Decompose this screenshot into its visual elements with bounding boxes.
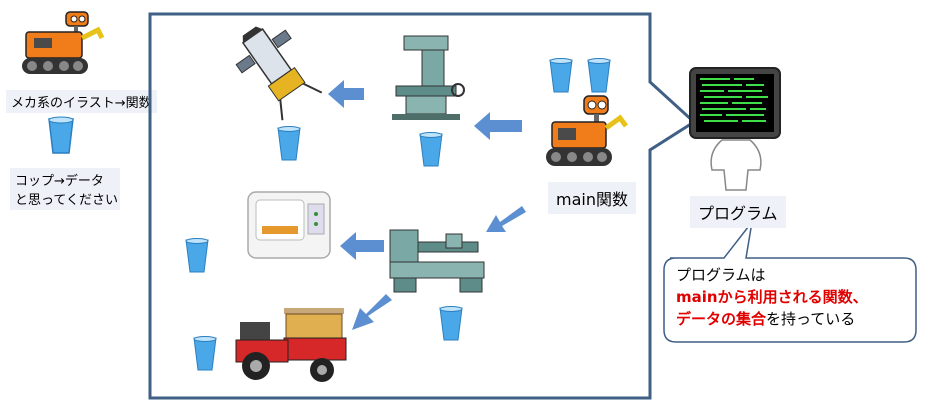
cup-icon: [438, 306, 464, 342]
cup-icon: [184, 238, 210, 274]
main-function-label: main関数: [548, 182, 636, 214]
callout-line2: mainから利用される関数、: [676, 288, 868, 306]
tractor-icon: [226, 300, 352, 384]
arrow-lathe-to-cooker: [340, 232, 384, 260]
callout-line3-red: データの集合: [676, 310, 767, 328]
lathe-machine-icon: [386, 226, 490, 296]
cup-legend-icon: [46, 116, 76, 156]
cup-legend-caption-line1: コップ→データ: [15, 174, 104, 189]
program-monitor-icon: [688, 66, 784, 192]
cup-icon: [418, 132, 444, 168]
cup-legend-caption-line2: と思ってください: [15, 193, 118, 208]
program-callout: プログラムは mainから利用される関数、 データの集合を持っている: [676, 264, 912, 330]
milling-machine-icon: [382, 32, 472, 122]
callout-line1: プログラムは: [676, 266, 766, 284]
cup-icon: [548, 58, 574, 94]
arrow-main-to-lathe: [486, 206, 526, 232]
callout-line3: データの集合を持っている: [676, 308, 912, 330]
robot-legend-caption: メカ系のイラスト→関数: [6, 90, 157, 113]
cooker-machine-icon: [246, 190, 332, 262]
arrow-lathe-to-tractor: [352, 294, 392, 330]
cup-icon: [276, 126, 302, 162]
arrow-main-to-milling: [474, 112, 522, 140]
cup-icon: [192, 336, 218, 372]
program-label: プログラム: [690, 196, 786, 228]
cup-legend-caption: コップ→データ と思ってください: [10, 168, 120, 210]
main-robot-icon: [540, 94, 630, 170]
callout-line3-rest: を持っている: [766, 310, 856, 328]
cup-icon: [586, 58, 612, 94]
robot-legend-icon: [14, 8, 106, 80]
arrow-milling-to-rocket: [328, 80, 364, 108]
rocket-icon: [228, 22, 328, 122]
